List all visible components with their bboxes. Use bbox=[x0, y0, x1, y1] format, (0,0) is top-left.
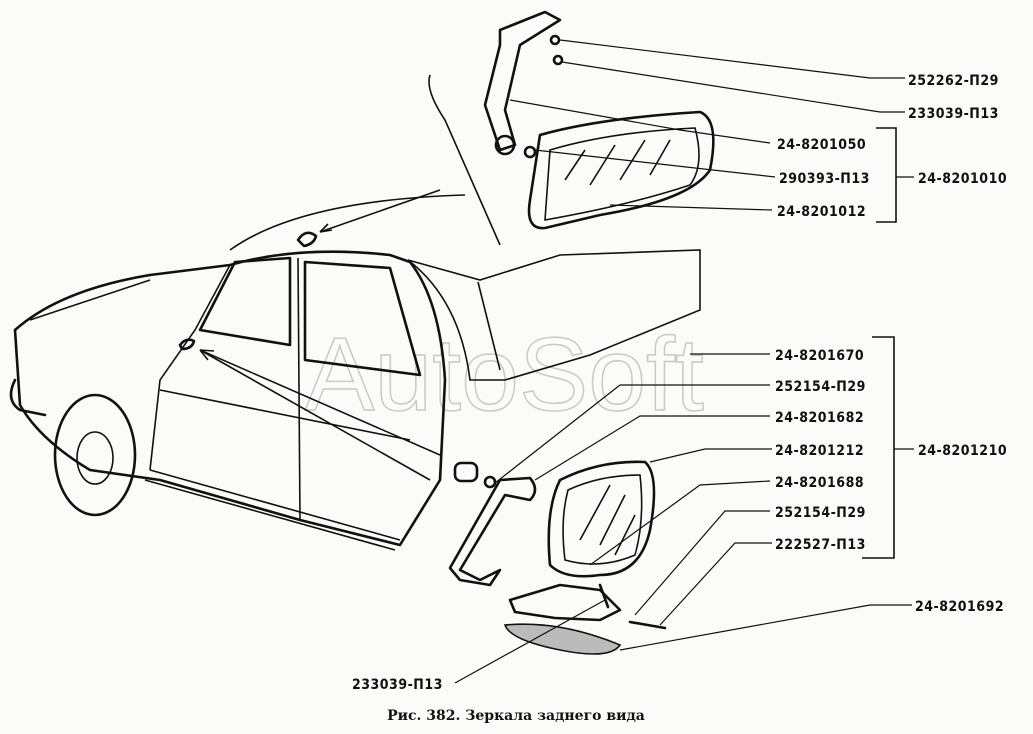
part-label: 24-8201692 bbox=[915, 599, 1004, 615]
part-label: 24-8201688 bbox=[775, 475, 864, 491]
part-label: 24-8201050 bbox=[777, 137, 866, 153]
assembly-label: 24-8201010 bbox=[918, 171, 1007, 187]
part-label: 24-8201670 bbox=[775, 348, 864, 364]
part-label: 24-8201012 bbox=[777, 204, 866, 220]
assembly-label: 24-8201210 bbox=[918, 443, 1007, 459]
figure-caption: Рис. 382. Зеркала заднего вида bbox=[387, 708, 645, 724]
part-label: 252262-П29 bbox=[908, 73, 999, 89]
exterior-mirror-illustration bbox=[448, 460, 667, 655]
part-label: 290393-П13 bbox=[779, 171, 870, 187]
interior-mirror-illustration bbox=[483, 10, 715, 230]
leader-lines bbox=[454, 39, 914, 684]
part-label: 233039-П13 bbox=[352, 677, 443, 693]
part-label: 252154-П29 bbox=[775, 379, 866, 395]
car-illustration bbox=[9, 74, 701, 551]
part-label: 233039-П13 bbox=[908, 106, 999, 122]
part-label: 24-8201682 bbox=[775, 410, 864, 426]
part-label: 222527-П13 bbox=[775, 537, 866, 553]
part-label: 252154-П29 bbox=[775, 505, 866, 521]
part-label: 24-8201212 bbox=[775, 443, 864, 459]
